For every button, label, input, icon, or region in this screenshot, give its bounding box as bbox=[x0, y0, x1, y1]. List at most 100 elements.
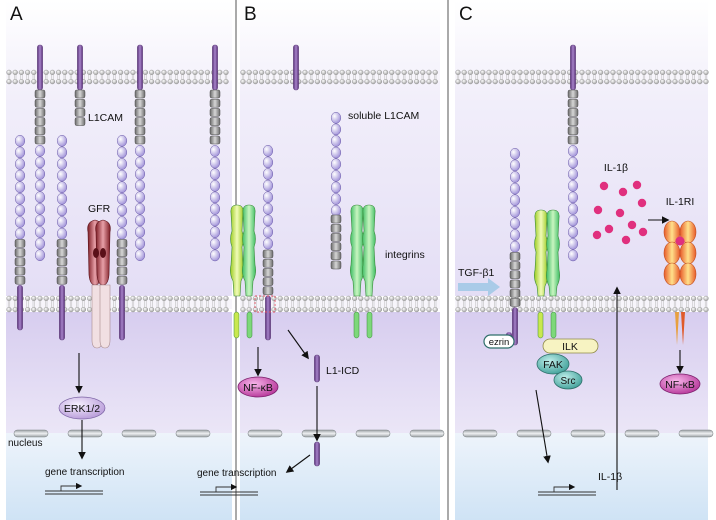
lipid-head bbox=[12, 307, 18, 313]
ig-domain bbox=[56, 181, 68, 194]
lipid-head bbox=[505, 69, 511, 76]
fibronectin-domain bbox=[509, 288, 521, 298]
lipid-head bbox=[167, 307, 173, 313]
lipid-head bbox=[124, 295, 130, 302]
ig-domain bbox=[134, 202, 146, 215]
panel-letter: A bbox=[10, 4, 23, 25]
cytoplasm bbox=[455, 312, 708, 433]
transmembrane-segment bbox=[314, 354, 320, 383]
lipid-head bbox=[111, 307, 118, 313]
lipid-head bbox=[474, 295, 480, 302]
ezrin-box bbox=[483, 334, 515, 349]
lipid-head bbox=[703, 307, 709, 313]
lipid-head bbox=[18, 78, 25, 85]
label-il1b-top: IL-1β bbox=[604, 162, 628, 174]
lipid-head bbox=[308, 295, 314, 302]
lipid-head bbox=[223, 78, 229, 85]
lipid-head bbox=[647, 69, 653, 76]
lipid-head bbox=[641, 295, 647, 302]
fibronectin-domain bbox=[262, 277, 274, 286]
lipid-head bbox=[523, 78, 529, 85]
lipid-head bbox=[401, 307, 407, 313]
ig-domain bbox=[56, 227, 68, 240]
lipid-head bbox=[591, 69, 598, 76]
nfkb-complex bbox=[237, 376, 279, 398]
lipid-head bbox=[124, 69, 130, 76]
lipid-head bbox=[560, 307, 567, 313]
lipid-head bbox=[12, 78, 18, 85]
il1ri-domain bbox=[663, 262, 681, 286]
lipid-head bbox=[80, 307, 87, 313]
lipid-head bbox=[167, 78, 173, 85]
lipid-head bbox=[420, 295, 426, 302]
fibronectin-domain bbox=[209, 108, 221, 117]
lipid-head bbox=[610, 78, 616, 85]
fibronectin-domain bbox=[34, 117, 46, 126]
lipid-head bbox=[604, 69, 610, 76]
lipid-bilayer bbox=[6, 299, 232, 309]
ig-domain bbox=[134, 214, 146, 227]
promoter-arrow bbox=[60, 482, 83, 491]
lipid-head bbox=[240, 78, 246, 85]
fibronectin-domain bbox=[509, 252, 521, 261]
lipid-head bbox=[31, 295, 37, 302]
ig-domain bbox=[262, 214, 274, 227]
fibronectin-domain bbox=[34, 135, 46, 145]
lipid-head bbox=[703, 295, 709, 302]
ig-domain bbox=[330, 135, 342, 147]
ig-domain bbox=[209, 191, 221, 204]
lipid-head bbox=[622, 307, 629, 313]
ig-domain bbox=[509, 229, 521, 241]
integrin-tail bbox=[353, 311, 360, 339]
fibronectin-domain bbox=[209, 89, 221, 99]
fibronectin-domain bbox=[567, 108, 579, 117]
fibronectin-domain bbox=[134, 89, 146, 99]
il1ri-tail bbox=[681, 312, 685, 345]
lipid-head bbox=[155, 69, 161, 76]
lipid-head bbox=[186, 307, 192, 313]
lipid-head bbox=[321, 307, 327, 313]
lipid-head bbox=[117, 78, 124, 85]
lipid-head bbox=[548, 295, 554, 302]
fibronectin-domain bbox=[262, 258, 274, 268]
lipid-head bbox=[211, 295, 217, 302]
lipid-head bbox=[591, 307, 598, 313]
lipid-head bbox=[420, 307, 426, 313]
lipid-head bbox=[43, 295, 49, 302]
lipid-head bbox=[666, 69, 672, 76]
lipid-head bbox=[314, 78, 321, 85]
lipid-head bbox=[211, 307, 217, 313]
lipid-head bbox=[610, 295, 616, 302]
lipid-head bbox=[321, 78, 327, 85]
lipid-head bbox=[498, 69, 505, 76]
ig-domain bbox=[567, 191, 579, 204]
lipid-head bbox=[383, 307, 389, 313]
promoter-arrow bbox=[215, 483, 238, 492]
integrin-subunit bbox=[242, 204, 256, 297]
lipid-head bbox=[180, 78, 186, 85]
label-ezrin: ezrin bbox=[489, 337, 510, 348]
ig-domain bbox=[209, 214, 221, 227]
lipid-head bbox=[161, 307, 167, 313]
fibronectin-domain bbox=[14, 275, 26, 285]
ig-domain bbox=[509, 240, 521, 253]
fibronectin-domain bbox=[330, 214, 342, 224]
lipid-head bbox=[86, 78, 93, 85]
ig-domain bbox=[209, 145, 221, 157]
lipid-head bbox=[498, 307, 505, 313]
lipid-head bbox=[597, 69, 604, 76]
nucleoplasm bbox=[6, 433, 232, 520]
fibronectin-domain bbox=[134, 117, 146, 126]
lipid-head bbox=[678, 307, 684, 313]
lipid-head bbox=[302, 307, 308, 313]
lipid-head bbox=[240, 307, 246, 313]
fibronectin-domain bbox=[56, 275, 68, 285]
lipid-head bbox=[358, 307, 364, 313]
ig-domain bbox=[567, 179, 579, 192]
lipid-head bbox=[432, 295, 438, 302]
transmembrane-segment bbox=[77, 44, 83, 91]
lipid-head bbox=[628, 307, 635, 313]
fibronectin-domain bbox=[567, 89, 579, 99]
lipid-head bbox=[49, 69, 56, 76]
lipid-head bbox=[283, 295, 290, 302]
